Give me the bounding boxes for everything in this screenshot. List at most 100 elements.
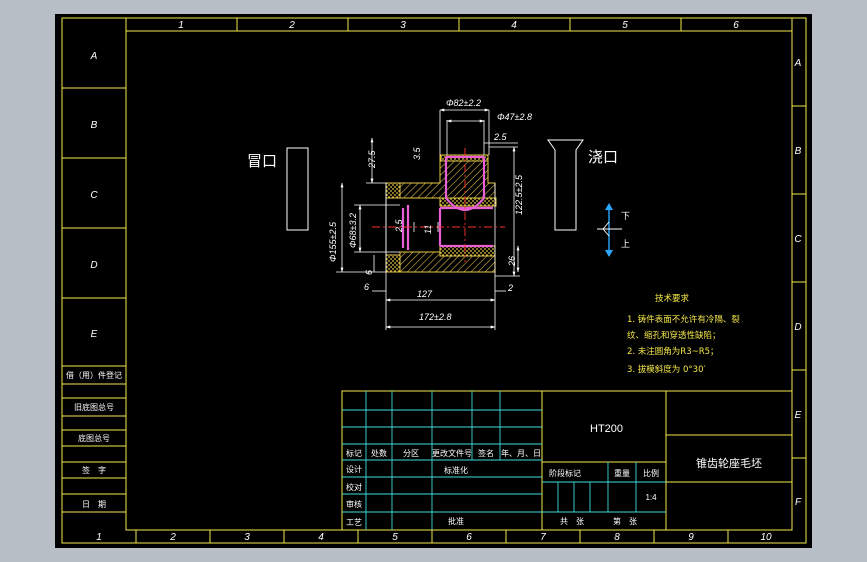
zone-col-bottom: 1 (96, 532, 102, 543)
dimension-texts: Φ82±2.2 Φ47±2.8 2.5 3.5 27.5 122.5±2.5 Φ… (328, 98, 532, 322)
dim-d2: 2 (507, 283, 513, 293)
zone-col-bottom: 6 (466, 532, 472, 543)
zone-col-top: 2 (288, 20, 295, 31)
title-block-grid (342, 391, 666, 530)
role-label: 工艺 (346, 518, 362, 527)
allowance-left-bottom (385, 254, 401, 273)
gate-label: 浇口 (588, 148, 618, 166)
zone-col-top: 4 (511, 20, 517, 31)
dim-d1225: 122.5±2.5 (514, 174, 524, 215)
sheets-total: 共 张 (560, 517, 584, 526)
dim-d35: 3.5 (412, 146, 422, 160)
note-line: 3. 拔模斜度为 0°30′ (627, 364, 705, 375)
role-label: 校对 (346, 482, 362, 492)
zone-col-bottom: 3 (244, 532, 250, 543)
zone-col-top: 1 (178, 20, 184, 31)
revision-header: 签名 (478, 448, 494, 458)
zone-col-top: 3 (400, 20, 406, 31)
riser-block (286, 147, 309, 231)
casting-section-view: 冒口 浇口 下 上 Φ82±2.2 Φ47±2.8 2.5 3.5 27.5 1… (247, 98, 630, 330)
stage-mark-label: 阶段标记 (549, 468, 581, 478)
register-label: 签 字 (82, 465, 106, 475)
scale-label: 比例 (643, 468, 659, 478)
register-label: 旧底图总号 (74, 402, 114, 412)
zone-col-bottom: 10 (760, 532, 772, 543)
zone-col-bottom: 4 (318, 532, 324, 543)
register-label: 日 期 (82, 500, 106, 509)
note-line: 2. 未注圆角为R3~R5； (627, 346, 719, 357)
technical-notes: 技术要求 1. 铸件表面不允许有冷隔、裂 纹、缩孔和穿透性缺陷； 2. 未注圆角… (627, 293, 740, 375)
revision-header: 处数 (371, 448, 387, 458)
note-line: 纹、缩孔和穿透性缺陷； (627, 330, 721, 341)
zone-col-bottom: 7 (540, 532, 546, 543)
register-label: 底图总号 (78, 433, 110, 443)
approval-label: 批准 (448, 516, 464, 526)
zone-col-bottom: 2 (169, 532, 176, 543)
dim-d172: 172±2.8 (419, 312, 451, 322)
dim-d25a: 2.5 (493, 132, 508, 142)
direction-label-up: 下 (621, 212, 630, 222)
dim-d26: 26 (507, 256, 517, 267)
zone-col-bottom: 5 (392, 532, 398, 543)
parting-direction-arrow (597, 203, 622, 257)
zone-col-top: 5 (622, 20, 628, 31)
allowance-bore-bottom (439, 245, 496, 257)
revision-header: 年、月、日 (501, 448, 541, 458)
drawing-canvas (55, 14, 812, 548)
zone-row-right: A (794, 58, 802, 69)
zone-row-right: E (795, 410, 802, 421)
sheet-number: 第 张 (613, 516, 637, 526)
dimension-lines (336, 108, 520, 330)
dim-d68: Φ68±3.2 (348, 213, 358, 248)
standardization-label: 标准化 (444, 465, 468, 475)
dim-d82: Φ82±2.2 (446, 98, 481, 108)
zone-row-right: B (795, 146, 802, 157)
zone-row-right: C (794, 234, 802, 245)
zone-row-right: D (794, 322, 801, 333)
zone-labels: 1 2 3 4 5 6 1 2 3 4 5 6 7 8 9 10 A B C D… (90, 20, 803, 543)
zone-col-top: 6 (733, 20, 739, 31)
dim-d275: 27.5 (367, 149, 377, 169)
centerlines (372, 148, 505, 262)
title-block-text: HT200 锥齿轮座毛坯 标记 处数 分区 更改文件号 签名 年、月、日 设计 … (346, 423, 762, 527)
dim-d155: Φ155±2.5 (328, 221, 338, 262)
material-text: HT200 (590, 423, 623, 435)
dim-d25b: 2.5 (394, 218, 404, 233)
scale-value: 1:4 (645, 493, 657, 502)
zone-col-bottom: 8 (614, 532, 620, 543)
zone-row-left: E (91, 329, 98, 340)
note-line: 1. 铸件表面不允许有冷隔、裂 (627, 314, 740, 325)
dim-d6a: 6 (364, 270, 374, 275)
revision-header: 标记 (346, 448, 362, 458)
dim-d11: 11 (423, 225, 433, 234)
allowance-bore-top (439, 197, 497, 207)
drawing-labels: 冒口 浇口 下 上 (247, 148, 630, 250)
allowance-left-top (385, 182, 401, 199)
revision-header: 分区 (403, 449, 419, 458)
zone-row-right: F (795, 497, 802, 508)
part-outline (401, 155, 493, 250)
register-label: 借（用）件登记 (66, 370, 122, 380)
dim-d6b: 6 (364, 282, 369, 292)
role-label: 设计 (346, 464, 362, 474)
notes-title: 技术要求 (655, 293, 690, 304)
dim-d47: Φ47±2.8 (497, 112, 532, 122)
left-register-strip: 借（用）件登记 旧底图总号 底图总号 签 字 日 期 (66, 370, 122, 509)
zone-col-bottom: 9 (688, 532, 694, 543)
zone-row-left: A (90, 51, 98, 62)
dim-d127: 127 (417, 289, 433, 299)
riser-label: 冒口 (247, 152, 277, 170)
zone-row-left: C (90, 190, 98, 201)
sheet-frame (61, 17, 807, 544)
revision-header: 更改文件号 (432, 448, 472, 458)
gate-block (547, 139, 584, 231)
role-label: 审核 (346, 499, 362, 509)
title-block-frame (341, 390, 793, 531)
zone-row-left: D (90, 260, 97, 271)
construction-lines (385, 110, 496, 272)
part-name: 锥齿轮座毛坯 (696, 456, 762, 470)
direction-label-down: 上 (621, 239, 630, 250)
zone-row-left: B (91, 120, 98, 131)
